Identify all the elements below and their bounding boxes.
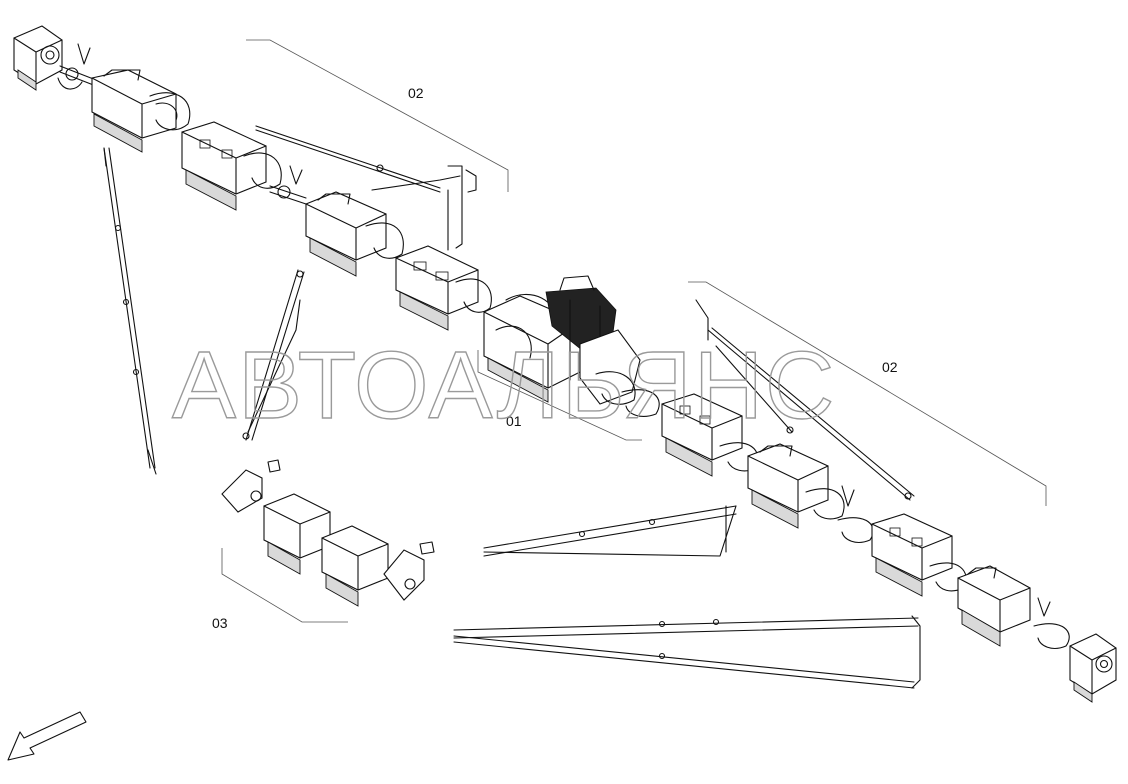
long-rod-left — [103, 147, 157, 475]
callout-center-unit: 01 — [506, 413, 522, 429]
auger-module-10 — [321, 525, 389, 607]
brace-left — [242, 269, 305, 441]
shaft-coupling-2 — [269, 165, 307, 205]
auger-module-1 — [91, 69, 191, 153]
central-gearbox-unit — [483, 275, 660, 417]
callout-left-group: 03 — [212, 615, 228, 631]
callout-leader-03 — [221, 548, 348, 623]
arrow-down-left-icon — [7, 711, 87, 761]
end-drive-housing-right — [1069, 633, 1117, 703]
auger-module-4 — [395, 245, 492, 331]
auger-module-2 — [181, 121, 282, 211]
callout-top-group: 02 — [408, 85, 424, 101]
callout-leader-02-top — [246, 39, 509, 192]
auger-module-9 — [263, 493, 331, 575]
callout-leader-02-right — [688, 281, 1047, 506]
shaft-coupling-1 — [57, 43, 97, 90]
auger-module-6 — [747, 443, 874, 543]
callout-right-group: 02 — [882, 359, 898, 375]
drive-rod-middle — [483, 505, 737, 557]
shaft-coupling-3 — [841, 485, 855, 507]
bracket-plate-right — [383, 541, 435, 601]
drive-rod-top — [255, 125, 477, 251]
bracket-plate-left — [221, 459, 281, 513]
auger-module-8 — [957, 565, 1070, 649]
drive-rod-bottom — [453, 615, 921, 689]
auger-module-7 — [871, 513, 967, 597]
auger-module-3 — [305, 191, 404, 277]
end-drive-housing-left — [13, 25, 63, 91]
brace-right-top — [695, 299, 915, 501]
callout-leader-01 — [477, 350, 642, 441]
watermark-text: АВТОАЛЬЯНС — [172, 332, 836, 439]
